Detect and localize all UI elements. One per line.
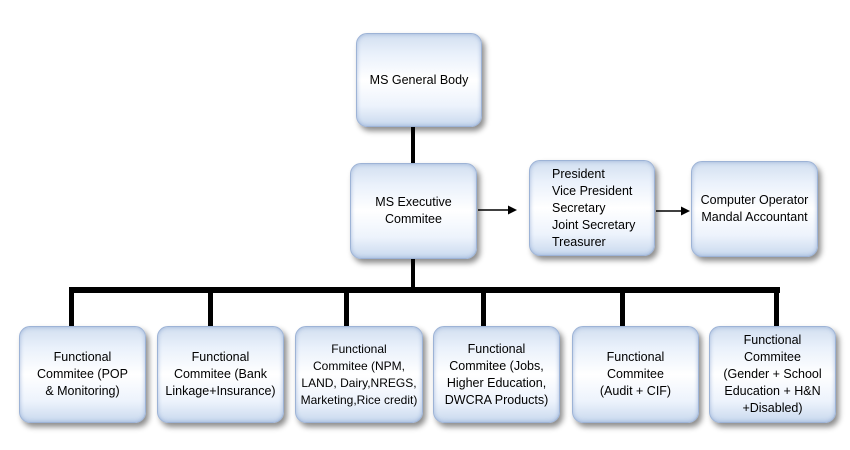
- node-label-line: Functional: [606, 350, 665, 364]
- node-committee-2: Functional Commitee (Bank Linkage+Insura…: [157, 326, 284, 423]
- node-committee-1: Functional Commitee (POP & Monitoring): [19, 326, 146, 423]
- connector-committee-3: [344, 290, 349, 327]
- node-label-line: Functional: [467, 341, 526, 356]
- node-ms-general-body-label: MS General Body: [369, 72, 469, 87]
- node-label-line: President: [552, 166, 605, 181]
- node-label-line: Computer Operator: [700, 193, 809, 207]
- committee-bus: [69, 287, 780, 293]
- node-label-line: DWCRA Products): [444, 392, 549, 407]
- node-label-line: Vice President: [552, 183, 633, 198]
- node-label-line: & Monitoring): [45, 384, 120, 398]
- connector-committee-6: [774, 290, 779, 327]
- node-label-line: Commitee (Jobs,: [449, 358, 544, 373]
- node-staff: Computer Operator Mandal Accountant: [691, 161, 818, 257]
- arrow-officers-staff: [656, 206, 690, 216]
- node-officers: President Vice President Secretary Joint…: [529, 160, 655, 256]
- node-label-line: (Gender + School: [723, 367, 822, 381]
- node-label-line: Education + H&N: [724, 384, 821, 398]
- connector-committee-1: [69, 290, 74, 327]
- arrow-executive-officers: [478, 205, 517, 215]
- connector-executive-bus: [411, 258, 415, 290]
- node-label-line: Mandal Accountant: [701, 210, 808, 224]
- node-label-line: Joint Secretary: [552, 217, 636, 232]
- node-label-line: LAND, Dairy,NREGS,: [301, 375, 417, 390]
- node-label-line: Treasurer: [552, 234, 606, 249]
- node-label-line: Functional: [743, 333, 802, 347]
- connector-general-executive: [411, 127, 415, 163]
- node-label-line: Functional: [191, 350, 250, 364]
- node-label-line: Functional: [331, 341, 387, 356]
- connector-committee-5: [620, 290, 625, 327]
- node-label-line: +Disabled): [742, 401, 803, 415]
- node-label-line: Secretary: [552, 200, 606, 215]
- node-label-line: Commitee (POP: [37, 367, 128, 381]
- node-label-line: Commitee: [385, 212, 442, 226]
- node-label-line: Commitee (Bank: [173, 367, 268, 381]
- node-label-line: (Audit + CIF): [599, 384, 672, 398]
- node-label-line: Higher Education,: [446, 375, 547, 390]
- node-ms-general-body: MS General Body: [356, 33, 482, 127]
- node-label-line: Commitee: [744, 350, 801, 364]
- node-label-line: Functional: [53, 350, 112, 364]
- node-label-line: Commitee (NPM,: [312, 358, 405, 373]
- node-committee-6: Functional Commitee (Gender + School Edu…: [709, 326, 836, 423]
- node-label-line: Linkage+Insurance): [165, 384, 276, 398]
- node-ms-executive-commitee: MS Executive Commitee: [350, 163, 477, 259]
- node-committee-4: Functional Commitee (Jobs, Higher Educat…: [433, 326, 560, 423]
- node-label-line: Commitee: [607, 367, 664, 381]
- connector-committee-2: [208, 290, 213, 327]
- node-label-line: Marketing,Rice credit): [300, 392, 418, 407]
- node-committee-5: Functional Commitee (Audit + CIF): [572, 326, 699, 423]
- connector-committee-4: [481, 290, 486, 327]
- node-label-line: MS Executive: [375, 195, 452, 209]
- node-committee-3: Functional Commitee (NPM, LAND, Dairy,NR…: [295, 326, 423, 423]
